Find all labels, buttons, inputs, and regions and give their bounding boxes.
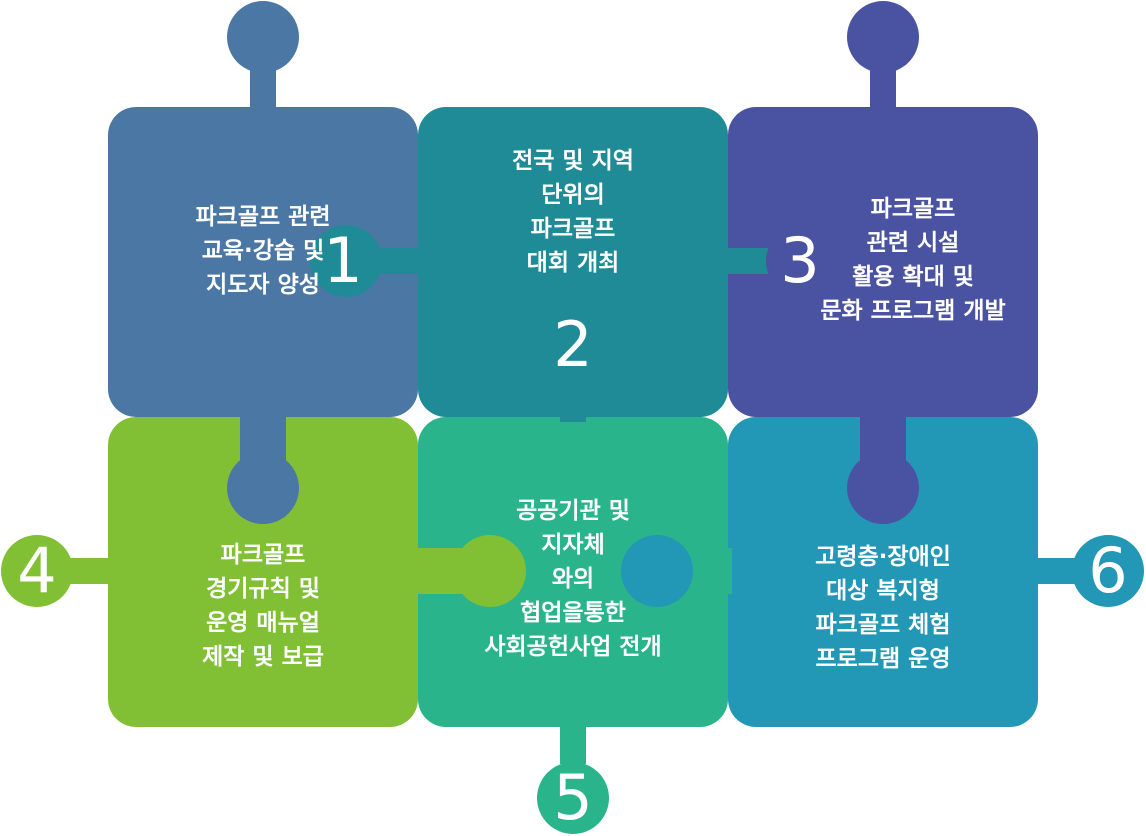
piece-5-line: 지자체 xyxy=(541,532,605,558)
piece-1-text: 파크골프 관련 교육·강습 및 지도자 양성 xyxy=(108,200,418,302)
piece-2-text: 전국 및 지역 단위의 파크골프 대회 개최 xyxy=(418,144,728,280)
piece-3-line: 관련 시설 xyxy=(866,230,960,256)
piece-4-text: 파크골프 경기규칙 및 운영 매뉴얼 제작 및 보급 xyxy=(108,538,418,674)
piece-6-text: 고령층·장애인 대상 복지형 파크골프 체험 프로그램 운영 xyxy=(728,540,1038,676)
piece-1-number: 1 xyxy=(323,224,363,297)
piece-1-line: 지도자 양성 xyxy=(206,272,320,298)
piece-3-line: 활용 확대 및 xyxy=(852,264,974,290)
piece-2-knob-left xyxy=(310,225,382,297)
piece-4-number: 4 xyxy=(17,534,57,607)
piece-5-line: 사회공헌사업 전개 xyxy=(484,634,662,660)
piece-6-knob-left xyxy=(621,535,693,607)
piece-2-line: 단위의 xyxy=(541,182,605,208)
piece-6-number: 6 xyxy=(1088,534,1128,607)
piece-2-line: 전국 및 지역 xyxy=(512,148,634,174)
piece-6-line: 프로그램 운영 xyxy=(815,646,951,672)
piece-4-line: 제작 및 보급 xyxy=(202,644,324,670)
piece-3-text: 파크골프 관련 시설 활용 확대 및 문화 프로그램 개발 xyxy=(758,192,1068,328)
piece-5-knob-bottom xyxy=(537,762,609,834)
piece-4-knob-left xyxy=(1,535,73,607)
piece-1-shape xyxy=(108,107,418,417)
piece-2-number: 2 xyxy=(553,308,593,381)
piece-3-knob-left xyxy=(766,225,838,297)
piece-6-line: 파크골프 체험 xyxy=(815,612,951,638)
piece-5-number: 5 xyxy=(553,761,593,834)
piece-3-line: 파크골프 xyxy=(870,196,956,222)
piece-2-line: 파크골프 xyxy=(530,216,616,242)
piece-6-knob-right xyxy=(1072,535,1144,607)
piece-2-line: 대회 개최 xyxy=(526,250,620,276)
piece-4-line: 파크골프 xyxy=(220,542,306,568)
piece-3-line: 문화 프로그램 개발 xyxy=(820,298,1006,324)
piece-3-number: 3 xyxy=(780,224,820,297)
piece-5-text: 공공기관 및 지자체 와의 협업을통한 사회공헌사업 전개 xyxy=(418,494,728,664)
piece-2-shape xyxy=(418,107,728,417)
piece-1-knob-top xyxy=(227,1,299,73)
piece-5-line: 와의 xyxy=(551,566,595,592)
piece-3-knob-top xyxy=(847,1,919,73)
piece-4-line: 경기규칙 및 xyxy=(206,576,320,602)
piece-4-line: 운영 매뉴얼 xyxy=(206,610,320,636)
piece-5-line: 협업을통한 xyxy=(520,600,626,626)
piece-1-line: 파크골프 관련 xyxy=(195,204,331,230)
piece-1-line: 교육·강습 및 xyxy=(201,238,325,264)
piece-6-line: 대상 복지형 xyxy=(826,578,940,604)
piece-4-knob-right xyxy=(454,535,526,607)
piece-3-shape xyxy=(728,107,1038,417)
piece-5-line: 공공기관 및 xyxy=(516,498,630,524)
piece-6-line: 고령층·장애인 xyxy=(815,544,951,570)
